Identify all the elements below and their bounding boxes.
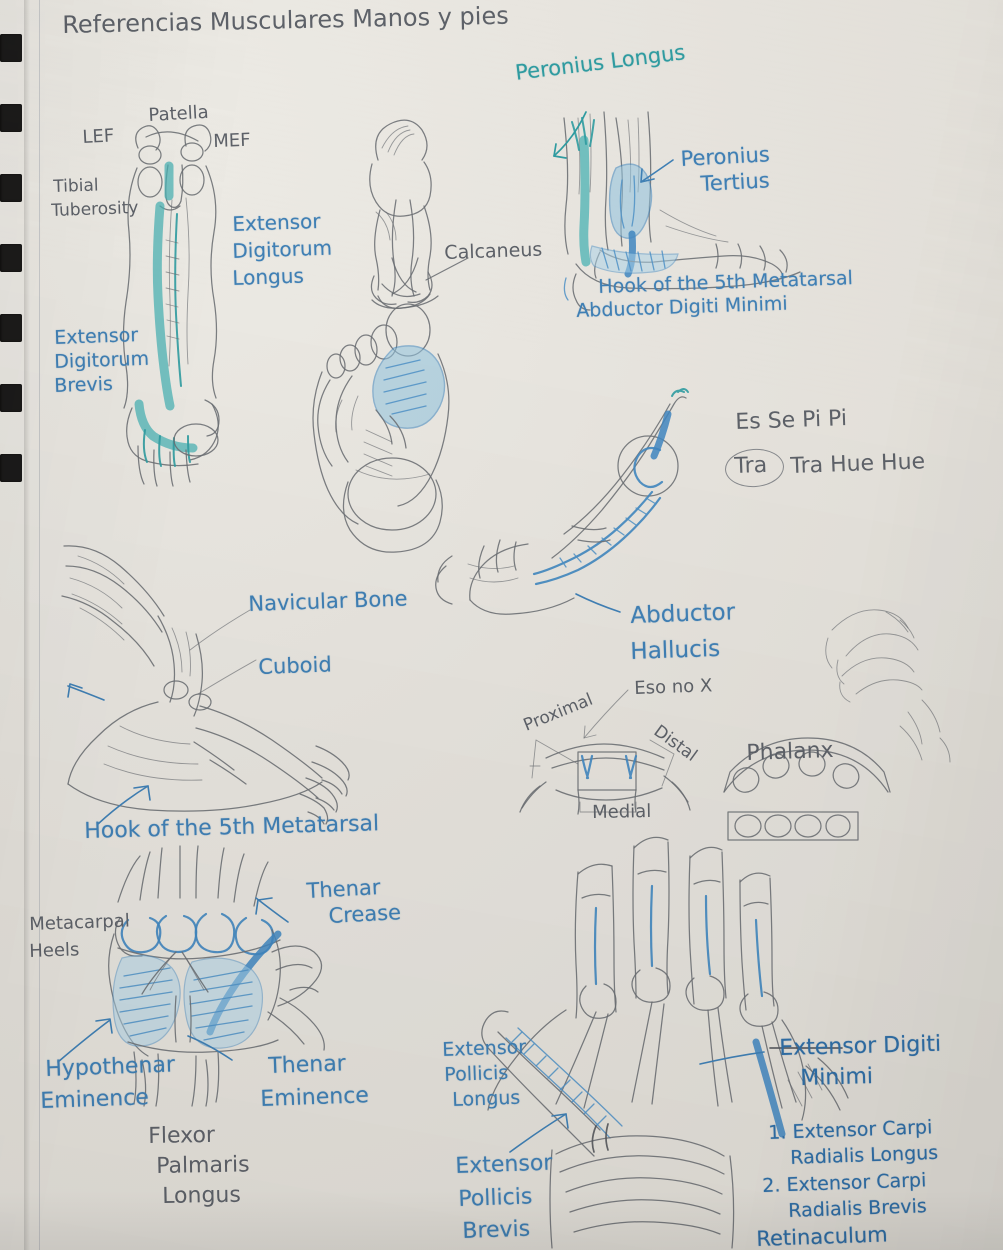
label-thenar-eminence-line1: Thenar <box>267 1051 347 1079</box>
label-metacarpal-heels-line2: Heels <box>28 939 80 962</box>
label-extensor-pollicis-longus-line3: Longus <box>451 1086 521 1111</box>
label-extensor-digitorum-longus-line3: Longus <box>231 263 305 290</box>
figure-foot-lateral-bones <box>61 545 350 825</box>
label-thenar-eminence-line2: Eminence <box>259 1083 370 1112</box>
label-metacarpal-heels-line1: Metacarpal <box>28 910 131 935</box>
label-flexor-palmaris-longus-line2: Palmaris <box>155 1152 250 1179</box>
label-thenar-crease-line1: Thenar <box>305 875 381 903</box>
page-bottom-shadow <box>0 1190 1003 1250</box>
label-extensor-digitorum-brevis-line2: Digitorum <box>53 347 150 373</box>
label-extensor-digitorum-brevis-line1: Extensor <box>53 324 139 349</box>
label-extensor-digitorum-longus-line2: Digitorum <box>231 235 333 263</box>
label-medial: Medial <box>591 800 652 823</box>
label-extensor-digiti-minimi-line2: Minimi <box>799 1064 874 1091</box>
figure-foot-lateral-peroneus <box>553 111 801 311</box>
label-thenar-crease-line2: Crease <box>327 900 402 928</box>
label-tibial-tuberosity-line1: Tibial <box>52 175 99 197</box>
spiral-binding <box>0 0 26 1250</box>
label-hypothenar-eminence-line2: Eminence <box>39 1085 150 1114</box>
label-abductor-hallucis-line2: Hallucis <box>629 635 721 665</box>
label-peroneus-tertius-line2: Tertius <box>699 168 771 196</box>
label-phalanx: Phalanx <box>745 737 835 766</box>
label-extensor-digitorum-longus-line1: Extensor <box>231 208 321 236</box>
figure-heel-back <box>369 119 469 309</box>
binding-hole <box>0 314 22 342</box>
label-flexor-palmaris-longus-line1: Flexor <box>147 1122 216 1149</box>
mnemonic-line-2: Tra Hue Hue <box>789 449 926 479</box>
binding-hole <box>0 104 22 132</box>
label-extensor-pollicis-longus-line2: Pollicis <box>443 1061 509 1086</box>
figure-hand-dorsum <box>481 836 849 1249</box>
label-mef: MEF <box>212 129 251 152</box>
figure-phalanx-arches <box>723 609 951 841</box>
label-hypothenar-eminence-line1: Hypothenar <box>44 1052 176 1082</box>
binding-edge-shadow <box>24 0 30 1250</box>
binding-hole <box>0 384 22 412</box>
margin-rule-line <box>39 0 40 1250</box>
label-patella: Patella <box>147 101 210 126</box>
label-peroneus-tertius-line1: Peronius <box>679 142 771 171</box>
figure-arch-box-diagram <box>519 689 691 815</box>
label-note-eso-no-x: Eso no X <box>633 675 713 699</box>
label-extensor-pollicis-brevis-line1: Extensor <box>454 1150 553 1179</box>
label-abductor-hallucis-line1: Abductor <box>629 599 736 629</box>
figure-foot-medial-abductor <box>435 388 689 615</box>
label-calcaneus: Calcaneus <box>443 238 543 264</box>
label-tibial-tuberosity-line2: Tuberosity <box>50 197 139 221</box>
binding-hole <box>0 34 22 62</box>
label-extensor-pollicis-longus-line1: Extensor <box>441 1036 527 1061</box>
label-cuboid: Cuboid <box>257 652 333 679</box>
figure-hand-palm <box>57 845 325 1107</box>
binding-hole <box>0 174 22 202</box>
label-lef: LEF <box>81 125 115 148</box>
figure-leg-front <box>122 124 220 487</box>
mnemonic-line-1: Es Se Pi Pi <box>734 406 848 435</box>
figure-foot-sole <box>312 303 450 553</box>
label-extensor-digitorum-brevis-line3: Brevis <box>53 372 114 397</box>
label-extensor-digiti-minimi-line1: Extensor Digiti <box>778 1031 942 1061</box>
binding-hole <box>0 244 22 272</box>
binding-hole <box>0 454 22 482</box>
